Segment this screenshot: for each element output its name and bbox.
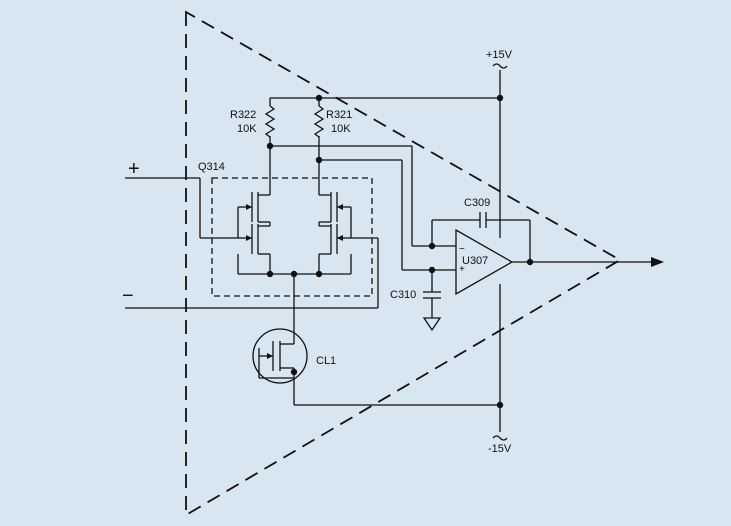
minus-input-wire — [125, 237, 379, 309]
negative-supply-label: -15V — [488, 443, 512, 455]
opamp-u307 — [455, 228, 514, 296]
negative-supply-rail — [492, 288, 508, 441]
opamp-inverting-pin-label: − — [459, 244, 465, 255]
c310-ref-label: C310 — [390, 289, 416, 301]
capacitor-c310 — [422, 270, 442, 332]
opamp-ref-label: U307 — [462, 255, 488, 267]
resistor-r322 — [264, 98, 276, 146]
r321-ref-label: R321 — [326, 109, 352, 121]
opamp-noninverting-pin-label: + — [459, 264, 465, 275]
cl1-ref-label: CL1 — [316, 355, 336, 367]
minus-input-label: − — [122, 285, 134, 307]
output-wire — [512, 257, 664, 267]
positive-supply-rail — [270, 63, 508, 232]
q314-left-transistor — [237, 146, 271, 275]
r322-ref-label: R322 — [230, 109, 256, 121]
capacitor-c309 — [431, 212, 531, 262]
q314-dashed-box — [211, 177, 373, 297]
r322-value-label: 10K — [237, 123, 257, 135]
plus-input-wire — [125, 177, 238, 239]
r321-value-label: 10K — [331, 123, 351, 135]
common-source-node — [266, 270, 323, 340]
amplifier-outline-triangle — [185, 10, 622, 517]
resistor-r321 — [313, 98, 325, 160]
c309-ref-label: C309 — [464, 197, 490, 209]
plus-input-label: + — [128, 158, 140, 180]
q314-right-transistor — [318, 160, 352, 275]
drain-connection-wires — [266, 142, 456, 274]
q314-ref-label: Q314 — [198, 161, 225, 173]
current-limiter-cl1 — [252, 328, 500, 406]
positive-supply-label: +15V — [486, 49, 513, 61]
